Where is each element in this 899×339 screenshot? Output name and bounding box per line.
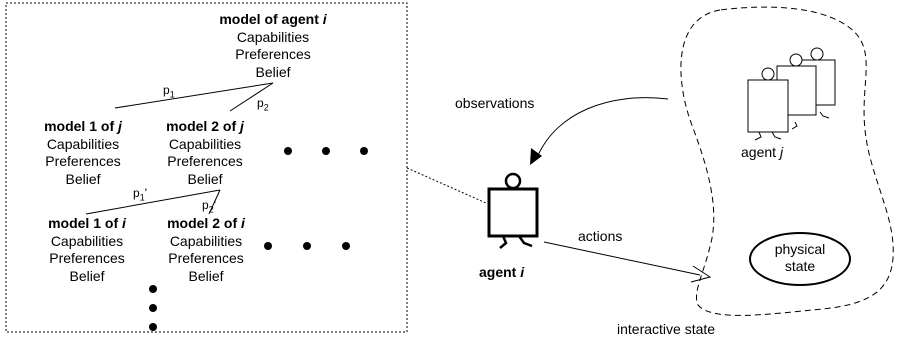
branch-line-p2 [229,82,274,112]
branch-line-p1 [114,82,274,109]
model-belief: Belief [187,170,223,187]
ellipsis-dot [284,147,292,155]
model-belief: Belief [69,267,105,284]
model-preferences: Preferences [168,250,244,266]
model-preferences: Preferences [45,153,121,169]
model-capabilities: Capabilities [50,232,124,249]
model-2-of-i: model 2 of i Capabilities Preferences Be… [156,215,256,285]
actions-label: actions [578,228,623,244]
ellipsis-dot [149,285,157,293]
model-title: model 2 of i [167,215,245,231]
probability-p1-prime: p1' [133,186,147,203]
model-title: model 1 of i [48,215,126,231]
ellipsis-dot [149,304,157,312]
model-capabilities: Capabilities [236,28,310,45]
branch-line-p2-prime [208,189,221,215]
model-belief: Belief [188,267,224,284]
model-belief: Belief [65,170,101,187]
agent-i-figure-icon [487,172,539,249]
model-1-of-j: model 1 of j Capabilities Preferences Be… [38,118,128,188]
interactive-state-label: interactive state [617,321,716,337]
model-capabilities: Capabilities [169,232,243,249]
model-preferences: Preferences [167,153,243,169]
probability-p1: p1 [163,83,175,100]
model-title: model of agent i [219,11,327,27]
physical-state-label: physical state [774,241,826,274]
actions-arrowhead [690,265,712,283]
model-box [5,2,408,333]
model-capabilities: Capabilities [46,135,120,152]
model-preferences: Preferences [235,46,311,62]
probability-p2: p2 [257,96,269,113]
agent-j-figures-icon [747,47,836,141]
observations-arrow [535,97,669,161]
actions-arrow [543,241,701,276]
model-2-of-j: model 2 of j Capabilities Preferences Be… [156,118,254,188]
model-1-of-i: model 1 of i Capabilities Preferences Be… [34,215,140,285]
observations-arrowhead [530,148,542,165]
ellipsis-dot [322,147,330,155]
probability-p2-prime: p2' [202,198,216,215]
model-of-agent-i: model of agent i Capabilities Preference… [218,11,328,81]
model-preferences: Preferences [49,250,125,266]
model-capabilities: Capabilities [168,135,242,152]
ellipsis-dot [264,242,272,250]
observations-label: observations [455,95,535,111]
physical-state-ellipse [749,232,851,286]
agent-j-label: agent j [741,144,784,160]
model-title: model 2 of j [166,118,244,134]
branch-line-p1-prime [85,189,221,215]
ellipsis-dot [149,323,157,331]
model-connector-line [406,167,487,204]
agent-i-label: agent i [479,264,525,280]
ellipsis-dot [303,242,311,250]
ellipsis-dot [360,147,368,155]
model-belief: Belief [255,63,291,80]
model-title: model 1 of j [44,118,122,134]
ellipsis-dot [342,242,350,250]
